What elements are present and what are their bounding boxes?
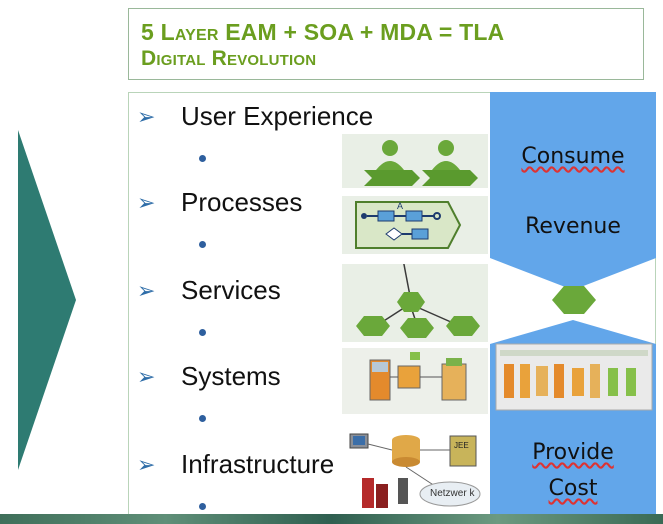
title-line-2: Digital Revolution — [141, 47, 317, 70]
consume-label: Consume — [521, 144, 625, 169]
sub-bullet — [199, 329, 206, 336]
connector-hexagon — [552, 286, 596, 314]
jee-label: JEE — [454, 441, 469, 450]
layer-label: Systems — [181, 361, 281, 391]
layer-systems: ➢ Systems — [137, 361, 281, 392]
panel-shapes — [490, 92, 656, 516]
provide-label: Provide — [532, 440, 614, 465]
layer-label: User Experience — [181, 101, 374, 131]
network-label: Netzwer k — [430, 488, 475, 499]
consume-provide-panel: Consume Revenue Provide Cost — [490, 92, 656, 516]
sub-bullet — [199, 503, 206, 510]
chevron-bullet-icon: ➢ — [137, 451, 156, 477]
process-flow-icon: A — [342, 196, 488, 254]
layer-user-experience: ➢ User Experience — [137, 101, 373, 132]
systems-components-icon — [342, 348, 488, 414]
layer-services: ➢ Services — [137, 275, 281, 306]
chevron-bullet-icon: ➢ — [137, 189, 156, 215]
flow-arrow — [18, 130, 76, 470]
layer-label: Processes — [181, 187, 303, 217]
sub-bullet — [199, 415, 206, 422]
chevron-bullet-icon: ➢ — [137, 103, 156, 129]
title-line-1: 5 Layer EAM + SOA + MDA = TLA — [141, 19, 505, 45]
users-icon — [342, 134, 488, 188]
sub-bullet — [199, 155, 206, 162]
revenue-label: Revenue — [525, 214, 621, 239]
layer-processes: ➢ Processes — [137, 187, 302, 218]
process-step-label: A — [397, 201, 403, 211]
bottom-decorative-strip — [0, 514, 663, 524]
infrastructure-icon: JEE Netzwer k — [342, 426, 488, 512]
layer-label: Infrastructure — [181, 449, 335, 479]
title-box: 5 Layer EAM + SOA + MDA = TLA Digital Re… — [128, 8, 644, 80]
layer-label: Services — [181, 275, 281, 305]
services-network-icon — [342, 264, 488, 342]
chevron-bullet-icon: ➢ — [137, 363, 156, 389]
chevron-bullet-icon: ➢ — [137, 277, 156, 303]
sub-bullet — [199, 241, 206, 248]
layer-infrastructure: ➢ Infrastructure — [137, 449, 334, 480]
cost-label: Cost — [548, 476, 598, 501]
